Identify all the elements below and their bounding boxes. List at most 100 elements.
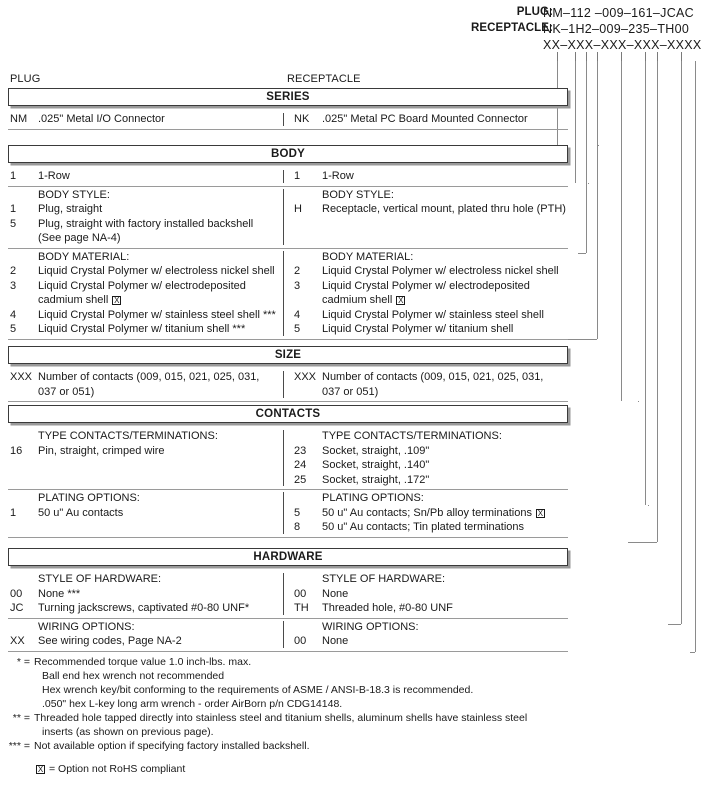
option-description: 037 or 051) — [38, 385, 283, 400]
option-code: 1 — [10, 170, 17, 182]
option-description-text: 1-Row — [322, 170, 354, 182]
option-description-text: 50 u" Au contacts; Tin plated terminatio… — [322, 521, 525, 533]
option-description-text: Liquid Crystal Polymer w/ electroless ni… — [38, 265, 275, 277]
plug-column: NM.025" Metal I/O Connector — [8, 112, 283, 127]
part-number-value: NK–1H2–009–235–TH00 — [543, 22, 690, 36]
option-description: See wiring codes, Page NA-2 — [38, 634, 283, 649]
leader-horizontal — [668, 624, 681, 625]
option-code: JC — [10, 602, 24, 614]
option-code: 00 — [10, 587, 23, 600]
rohs-legend: X= Option not RoHS compliant — [36, 763, 185, 775]
option-code: H — [294, 203, 302, 215]
footnote-line: Hex wrench key/bit conforming to the req… — [42, 684, 474, 696]
option-description-text: Liquid Crystal Polymer w/ titanium shell… — [38, 323, 246, 335]
option-group-heading: WIRING OPTIONS: — [38, 620, 135, 633]
footnote-line: Recommended torque value 1.0 inch-lbs. m… — [34, 656, 252, 668]
option-group-heading: PLATING OPTIONS: — [38, 492, 140, 504]
option-description-text: Liquid Crystal Polymer w/ electroless ni… — [322, 265, 559, 277]
option-code: 24 — [294, 459, 307, 471]
leader-stub — [668, 624, 669, 625]
plug-column: TYPE CONTACTS/TERMINATIONS: 16 Pin, straig… — [8, 429, 283, 487]
option-description: Plug, straight — [38, 202, 283, 217]
option-row: 037 or 051) — [10, 385, 283, 400]
option-code: 3 — [10, 279, 17, 292]
part-number-value: XX–XXX–XXX–XXX–XXXX — [543, 38, 702, 52]
part-number-tick-3 — [597, 52, 598, 61]
option-description-text: (See page NA-4) — [38, 232, 121, 244]
option-group-heading: BODY MATERIAL: — [322, 250, 414, 263]
leader-horizontal — [690, 652, 695, 653]
option-row: 037 or 051) — [294, 385, 568, 400]
option-code: 5 — [294, 506, 301, 519]
leader-stub — [578, 253, 579, 254]
section-bottom-rule — [8, 338, 568, 340]
option-description: Threaded hole, #0-80 UNF — [322, 601, 568, 616]
option-description-text: Plug, straight with factory installed ba… — [38, 217, 254, 230]
part-number-row: PLUG:NM–112 –009–161–JCAC — [0, 6, 703, 22]
rohs-symbol-icon: X — [36, 765, 45, 774]
section-title: SIZE — [274, 349, 302, 361]
column-caption-plug: PLUG — [10, 73, 41, 85]
option-description-text: Pin, straight, crimped wire — [38, 444, 165, 457]
option-group-heading: TYPE CONTACTS/TERMINATIONS: — [38, 430, 218, 442]
option-description: .025" Metal PC Board Mounted Connector — [322, 112, 568, 127]
option-description: Turning jackscrews, captivated #0-80 UNF… — [38, 601, 283, 616]
part-number-tick-4 — [621, 52, 622, 61]
option-description-text: 1-Row — [38, 170, 70, 182]
footnote-line: Threaded hole tapped directly into stain… — [34, 712, 528, 724]
section-title-bar: SIZE — [8, 346, 568, 364]
option-code: 1 — [10, 203, 17, 215]
section-title-bar: SERIES — [8, 88, 568, 106]
section-title: HARDWARE — [253, 551, 323, 563]
option-description-text: 50 u" Au contacts — [38, 506, 124, 519]
option-group-heading: TYPE CONTACTS/TERMINATIONS: — [322, 430, 502, 442]
leader-stub — [588, 183, 589, 184]
option-description: Liquid Crystal Polymer w/ titanium shell… — [38, 322, 283, 337]
leader-stub — [628, 542, 629, 543]
option-description-text: Liquid Crystal Polymer w/ stainless stee… — [322, 308, 544, 321]
option-block: TYPE CONTACTS/TERMINATIONS: 16 Pin, straig… — [8, 428, 568, 489]
option-group-heading: STYLE OF HARDWARE: — [38, 573, 162, 585]
option-code: 4 — [10, 308, 17, 321]
option-row: NM.025" Metal I/O Connector — [10, 112, 283, 127]
option-group-heading: BODY STYLE: — [322, 188, 394, 201]
part-number-tick-marks — [0, 52, 703, 62]
option-description: Liquid Crystal Polymer w/ electroless ni… — [322, 264, 568, 279]
rohs-symbol-icon: X — [535, 508, 545, 518]
option-code: 16 — [10, 444, 23, 457]
leader-stub — [598, 145, 599, 146]
receptacle-column: NK.025" Metal PC Board Mounted Connector — [283, 112, 568, 127]
option-description: 1-Row — [38, 169, 283, 184]
leader-stub — [690, 652, 691, 653]
option-description: 037 or 051) — [322, 385, 568, 400]
part-number-row: XX–XXX–XXX–XXX–XXXX — [0, 38, 703, 54]
option-code: XXX — [10, 371, 33, 383]
leader-horizontal — [578, 253, 586, 254]
footnote-line: Not available option if specifying facto… — [34, 740, 310, 752]
